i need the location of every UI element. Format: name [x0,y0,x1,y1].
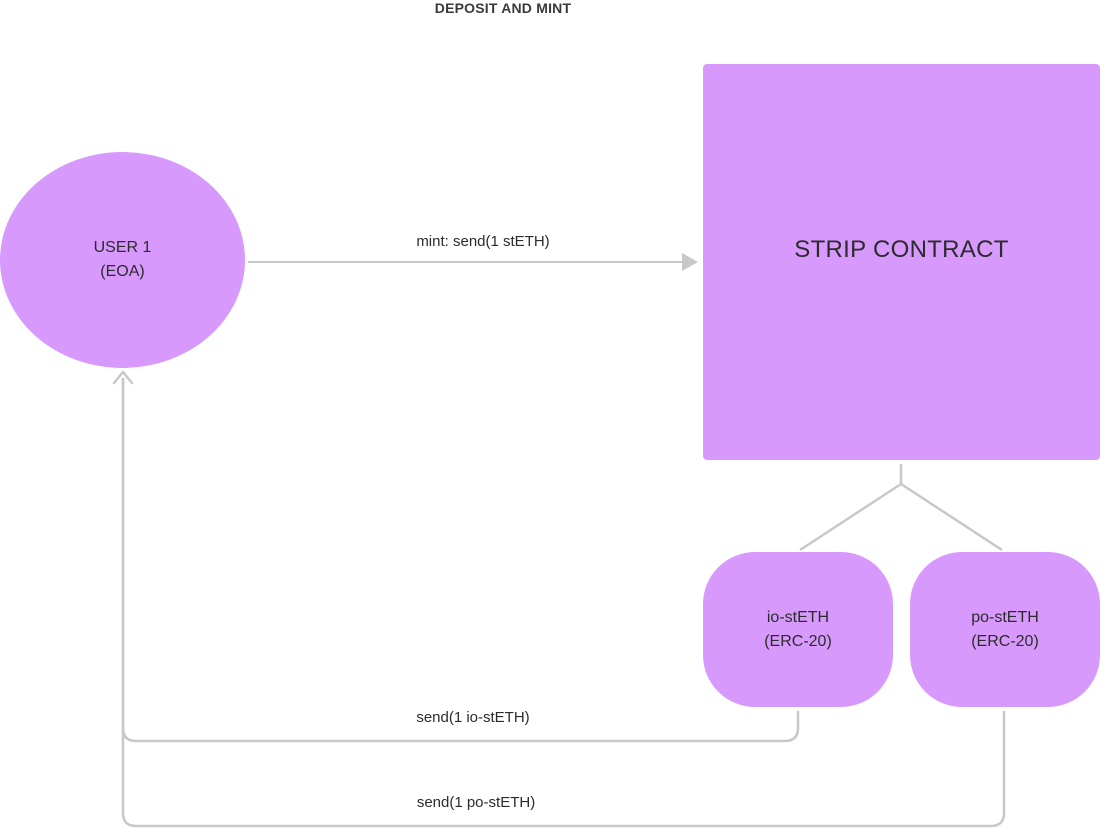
po-steth-label-type: (ERC-20) [971,632,1039,650]
po-steth-label-name: po-stETH [971,608,1039,626]
io-steth-label: io-stETH (ERC-20) [764,606,832,654]
diagram-title: DEPOSIT AND MINT [434,0,572,16]
po-steth-node: po-stETH (ERC-20) [910,552,1100,707]
po-steth-label: po-stETH (ERC-20) [971,606,1039,654]
io-return-path [121,378,800,743]
strip-contract-node: STRIP CONTRACT [703,64,1100,460]
send-po-edge-label: send(1 po-stETH) [416,794,536,811]
branch-to-po-line [900,482,1003,552]
user-arrowhead [112,370,134,385]
io-steth-label-type: (ERC-20) [764,632,832,650]
send-io-edge-label: send(1 io-stETH) [416,709,530,726]
user-label: USER 1 (EOA) [94,236,152,284]
io-steth-label-name: io-stETH [766,608,830,626]
user-node: USER 1 (EOA) [0,152,245,368]
user-label-name: USER 1 [93,239,152,256]
strip-contract-label: STRIP CONTRACT [794,236,1009,263]
mint-edge-label: mint: send(1 stETH) [416,233,550,250]
mint-arrowhead [682,253,698,271]
io-steth-node: io-stETH (ERC-20) [703,552,893,707]
po-return-path [121,378,1006,828]
user-label-type: (EOA) [100,263,145,280]
branch-to-io-line [799,482,902,552]
